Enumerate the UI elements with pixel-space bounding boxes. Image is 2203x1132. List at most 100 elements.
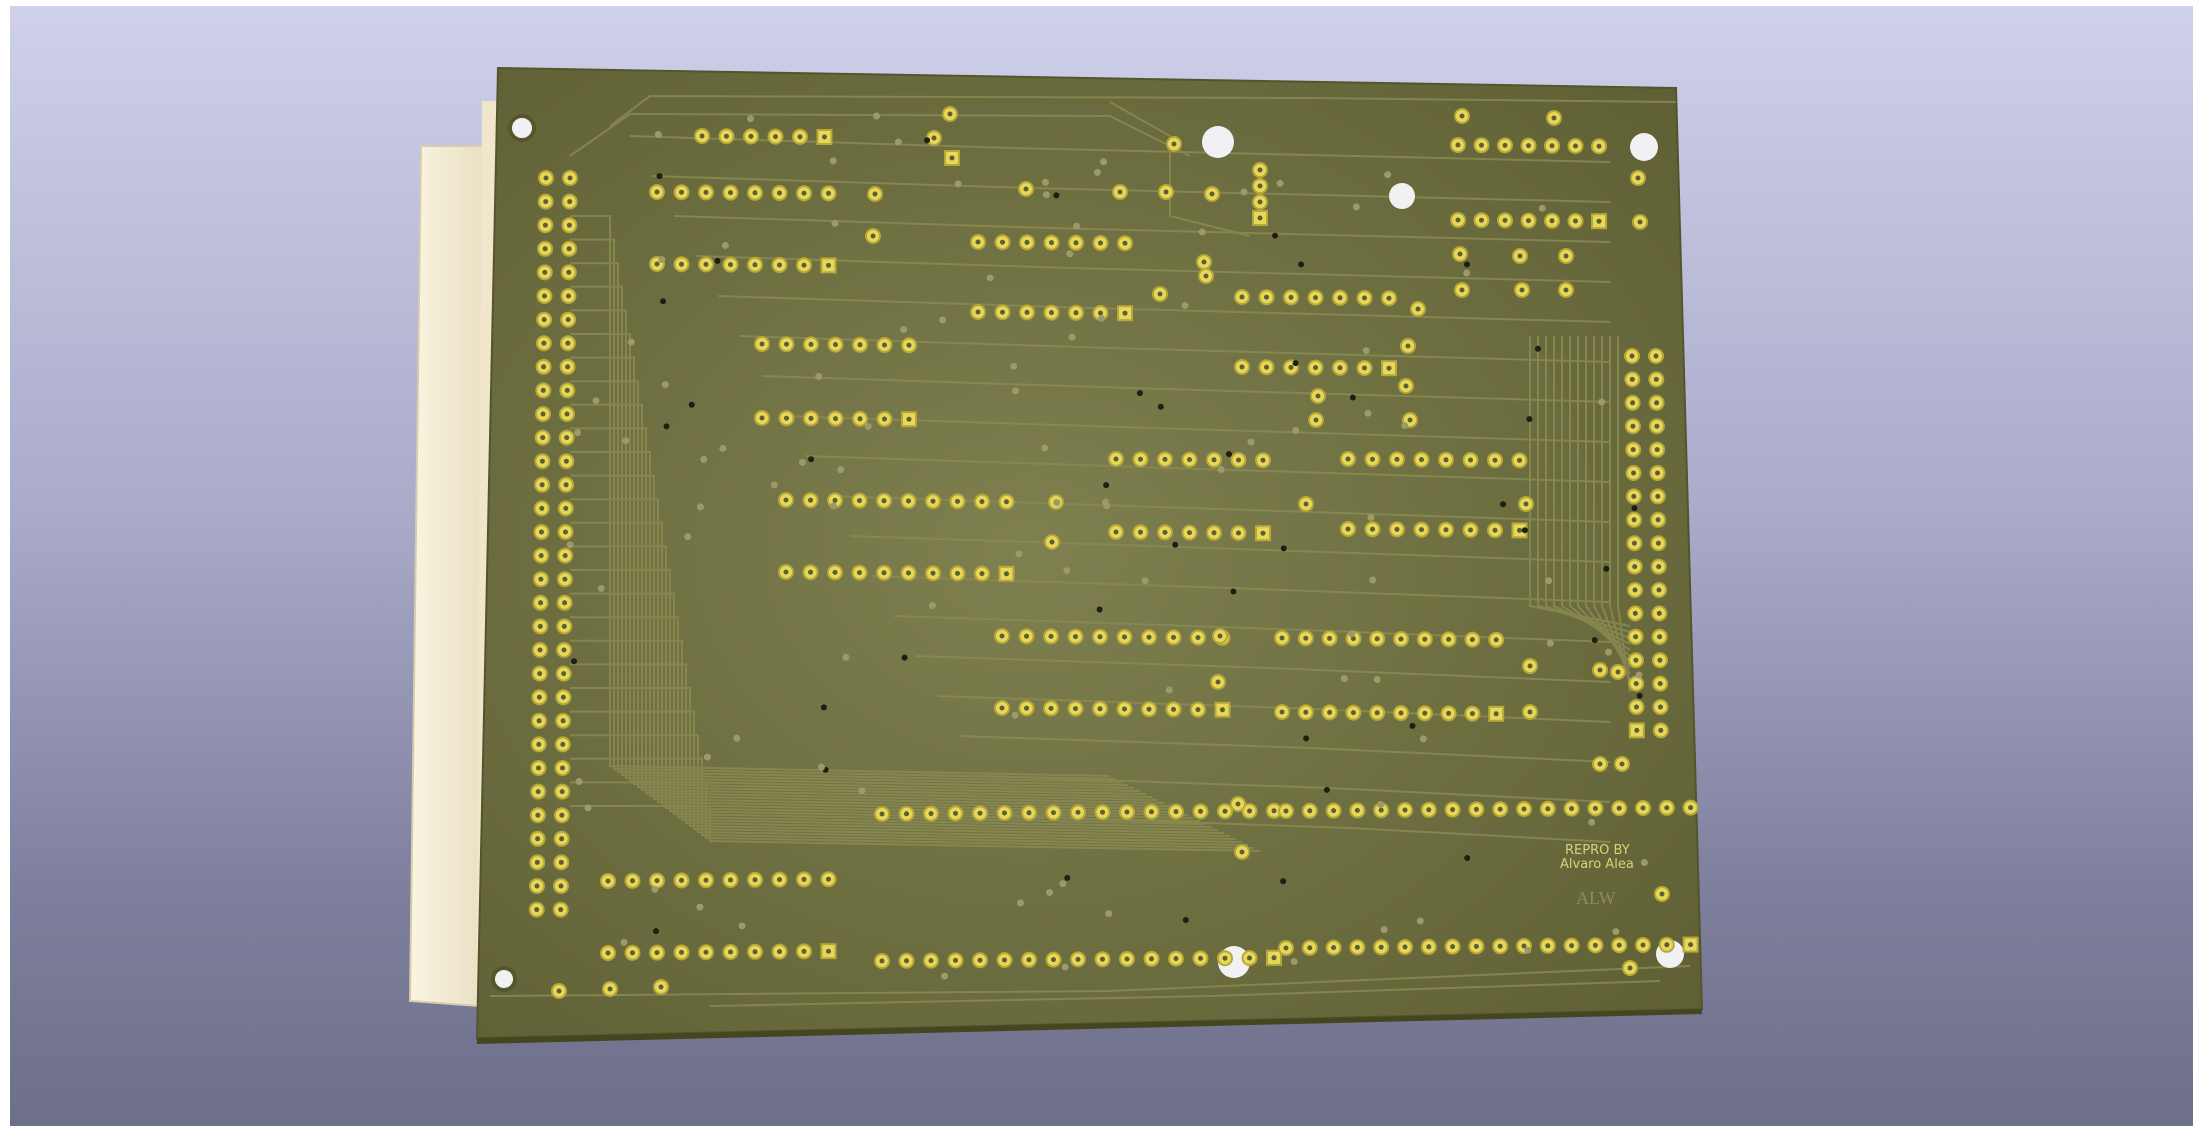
trace xyxy=(871,575,1611,603)
pad-hole xyxy=(1049,310,1054,316)
via xyxy=(1015,550,1023,558)
pad-hole xyxy=(1075,956,1081,962)
via xyxy=(1463,269,1471,277)
pad-hole xyxy=(1634,727,1640,733)
pad-hole xyxy=(537,647,543,653)
pad-hole xyxy=(560,765,565,771)
pad-hole xyxy=(728,190,733,196)
via xyxy=(858,787,866,795)
via xyxy=(1225,451,1232,458)
trace xyxy=(570,616,1213,828)
pad-hole xyxy=(654,189,660,195)
pad-hole xyxy=(1631,470,1636,476)
pad-hole xyxy=(1002,957,1007,963)
pad-hole xyxy=(759,341,765,347)
pad-hole xyxy=(1629,376,1635,382)
via xyxy=(721,241,729,249)
via xyxy=(1636,692,1643,699)
trace xyxy=(570,427,1165,804)
pad-hole xyxy=(1517,457,1522,463)
pad-hole xyxy=(759,415,765,421)
pad-hole xyxy=(832,569,838,575)
pad-hole xyxy=(1288,294,1294,300)
via xyxy=(1141,577,1149,585)
pad-hole xyxy=(1592,805,1598,811)
pad-hole xyxy=(1098,310,1103,316)
pad-hole xyxy=(1374,636,1380,642)
pad-hole xyxy=(1203,273,1209,279)
pad-hole xyxy=(1640,805,1646,811)
via xyxy=(1100,158,1108,166)
pad-hole xyxy=(564,387,570,393)
pad-hole xyxy=(1517,253,1523,259)
3d-viewer-viewport[interactable]: REPRO BY Alvaro Alea ALW xyxy=(10,6,2193,1126)
pad-hole xyxy=(536,741,542,747)
pad-hole xyxy=(561,671,567,677)
pad-hole xyxy=(1173,809,1179,815)
pad-hole xyxy=(777,877,782,883)
trace xyxy=(570,663,1225,834)
pad-hole xyxy=(882,416,887,422)
via xyxy=(1362,347,1370,355)
pad-hole xyxy=(1307,808,1313,814)
trace xyxy=(1617,336,1631,693)
trace xyxy=(570,333,1141,792)
via xyxy=(1377,801,1385,809)
pad-hole xyxy=(832,497,838,503)
pad-hole xyxy=(1350,636,1356,642)
pad-hole xyxy=(1633,634,1639,640)
pad-hole xyxy=(565,317,571,323)
via xyxy=(575,778,583,786)
pad-hole xyxy=(1658,704,1663,710)
pad-hole xyxy=(1655,493,1661,499)
via xyxy=(1272,232,1279,239)
pad-hole xyxy=(1049,240,1054,246)
pad-hole xyxy=(1493,637,1499,643)
via xyxy=(831,219,839,227)
pad-hole xyxy=(1573,143,1578,149)
pad-hole xyxy=(1307,945,1313,951)
pad-hole xyxy=(1654,447,1660,453)
pad-hole xyxy=(999,633,1005,639)
pad-hole xyxy=(953,957,958,963)
via xyxy=(900,326,908,334)
pcb-3d-render[interactable]: REPRO BY Alvaro Alea ALW xyxy=(10,6,2193,1126)
via xyxy=(1605,648,1613,656)
pad-hole xyxy=(540,435,546,441)
pad-hole xyxy=(1024,705,1029,711)
pad-hole xyxy=(826,876,831,882)
via xyxy=(1598,398,1606,406)
pad-hole xyxy=(1479,142,1484,148)
pad-hole xyxy=(1171,706,1176,712)
via xyxy=(1348,630,1356,638)
pad-hole xyxy=(535,836,541,842)
pad-hole xyxy=(930,498,936,504)
pad-hole xyxy=(1502,142,1508,148)
via xyxy=(1042,191,1050,199)
via xyxy=(1068,333,1076,341)
via xyxy=(738,922,746,930)
pad-hole xyxy=(534,907,540,913)
pad-hole xyxy=(1631,540,1637,546)
via xyxy=(1073,222,1081,230)
pad-hole xyxy=(539,482,545,488)
pad-hole xyxy=(728,877,733,883)
pad-hole xyxy=(539,529,544,535)
copper-traces xyxy=(489,94,1691,1007)
pad-hole xyxy=(1283,945,1289,951)
via xyxy=(592,397,600,405)
pad-hole xyxy=(881,498,887,504)
via xyxy=(1588,818,1596,826)
pad-hole xyxy=(541,340,547,346)
via xyxy=(1298,261,1305,268)
pad-hole xyxy=(1303,501,1309,507)
pad-hole xyxy=(1073,706,1078,712)
pad-hole xyxy=(1023,186,1029,192)
pad-hole xyxy=(783,569,789,575)
pad-hole xyxy=(1549,218,1555,224)
pad-hole xyxy=(1327,635,1333,641)
pad-hole xyxy=(1303,709,1309,715)
pad-hole xyxy=(679,261,684,267)
via xyxy=(817,763,825,771)
pad-hole xyxy=(1051,957,1056,963)
